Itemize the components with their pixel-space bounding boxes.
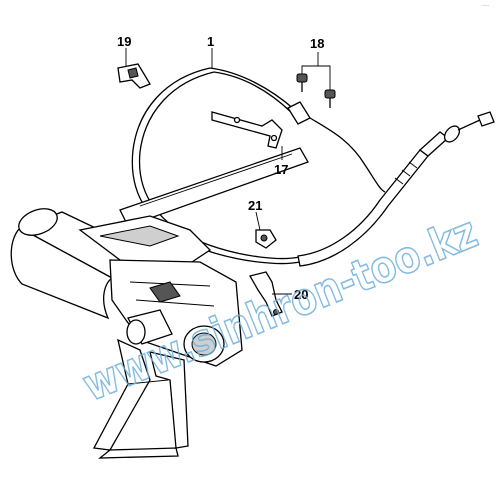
column-shaft — [119, 147, 309, 227]
callout-1: 1 — [207, 34, 214, 49]
callout-17: 17 — [274, 162, 288, 177]
leader-lines — [125, 48, 331, 295]
callout-20: 20 — [294, 287, 308, 302]
callout-21: 21 — [248, 198, 262, 213]
callout-19: 19 — [117, 34, 131, 49]
cable-assembly — [131, 67, 495, 267]
cable-clamp — [249, 271, 283, 317]
corner-mark: ---- — [482, 3, 489, 9]
small-clamp — [255, 229, 277, 249]
bolt-pair — [296, 73, 336, 108]
mounting-bracket — [211, 111, 283, 149]
callout-18: 18 — [310, 36, 324, 51]
cable-clip — [117, 63, 151, 89]
support-stand — [92, 338, 189, 459]
main-housing — [10, 208, 243, 367]
